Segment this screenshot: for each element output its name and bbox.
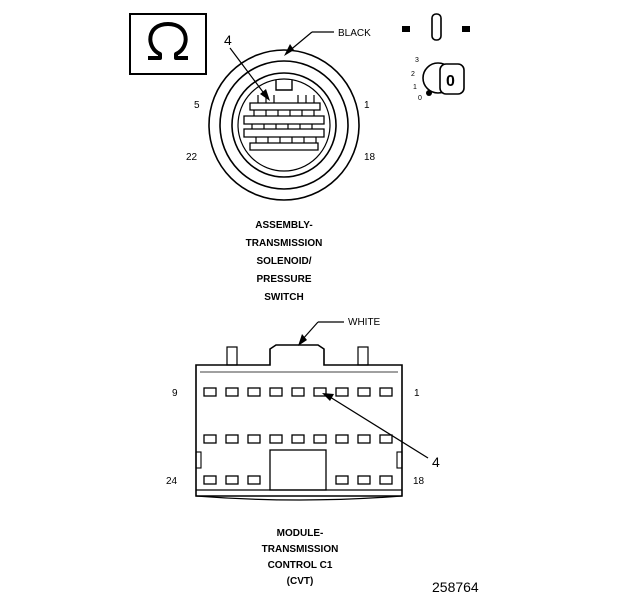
pin-label-1: 1 [364, 100, 370, 111]
figure-number: 258764 [432, 579, 479, 595]
title-line: TRANSMISSION [246, 238, 323, 249]
pin-label-1-bottom: 1 [414, 388, 420, 399]
pin-label-5: 5 [194, 100, 200, 111]
callout-pin-4-bottom: 4 [432, 454, 440, 470]
ohm-symbol-box [129, 13, 207, 75]
module-connector-title: MODULE- TRANSMISSION CONTROL C1 (CVT) [262, 528, 339, 587]
key-label: 0 [446, 73, 455, 90]
callout-pin-4-top: 4 [224, 32, 232, 48]
solenoid-connector-title: ASSEMBLY- TRANSMISSION SOLENOID/ PRESSUR… [246, 220, 323, 303]
title-line: SWITCH [264, 292, 303, 303]
color-label-white: WHITE [348, 317, 381, 328]
pin-row-middle [203, 434, 393, 444]
pin-label-18-bottom: 18 [413, 476, 425, 487]
title-line: (CVT) [287, 576, 314, 587]
title-line: CONTROL C1 [268, 560, 333, 571]
title-line: PRESSURE [256, 274, 311, 285]
title-line: ASSEMBLY- [255, 220, 312, 231]
pin-label-24: 24 [166, 476, 178, 487]
key-position-3: 3 [415, 57, 419, 64]
pin-row-bottom [203, 475, 393, 485]
solenoid-connector: BLACK 4 5 1 22 18 ASSEMBLY- TRANSMISSION… [186, 28, 376, 303]
color-label-black: BLACK [338, 28, 371, 39]
ignition-key-symbol: 0 3 2 1 0 [402, 13, 470, 102]
title-line: MODULE- [277, 528, 324, 539]
pin-row-top [203, 387, 393, 397]
key-position-0: 0 [418, 95, 422, 102]
pin-label-9: 9 [172, 388, 178, 399]
module-connector: WHITE [166, 317, 440, 587]
key-position-1: 1 [413, 84, 417, 91]
pin-rows [243, 102, 325, 151]
pin-label-18: 18 [364, 152, 376, 163]
pin-label-22: 22 [186, 152, 198, 163]
key-position-2: 2 [411, 71, 415, 78]
omega-icon [148, 22, 188, 60]
title-line: SOLENOID/ [256, 256, 311, 267]
title-line: TRANSMISSION [262, 544, 339, 555]
